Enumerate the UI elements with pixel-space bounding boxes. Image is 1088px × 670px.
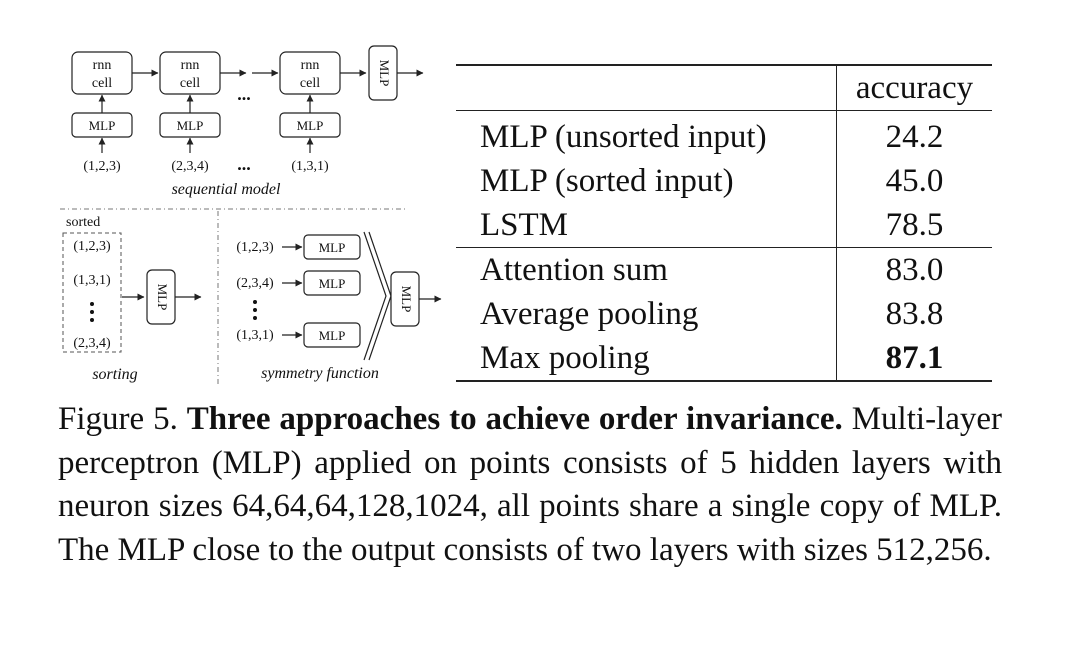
method-cell: MLP (unsorted input): [456, 110, 837, 159]
symmetry-input: (1,2,3): [236, 240, 274, 255]
symmetry-function-panel: (1,2,3) (2,3,4) (1,3,1) MLP MLP MLP MLP: [236, 231, 442, 382]
rnn-cell-label-top: rnn: [301, 58, 320, 73]
sorted-item: (1,3,1): [73, 273, 111, 288]
accuracy-cell: 45.0: [885, 162, 944, 199]
sorted-header: sorted: [66, 215, 100, 230]
method-cell: LSTM: [456, 203, 837, 248]
mlp-box: MLP: [303, 322, 361, 348]
caption-prefix: Figure 5.: [58, 401, 178, 437]
rnn-cell-label-bottom: cell: [300, 76, 320, 91]
accuracy-table: accuracy MLP (unsorted input) 24.2 MLP (…: [456, 64, 992, 382]
sorting-mlp-label: MLP: [155, 284, 170, 311]
input-ellipsis: ...: [237, 154, 251, 174]
aggregation-funnel: [363, 231, 387, 361]
vertical-ellipsis: [90, 302, 94, 322]
output-mlp-label: MLP: [377, 60, 392, 87]
mlp-label: MLP: [297, 118, 324, 133]
table-row: LSTM 78.5: [456, 203, 992, 248]
table-header-method: [456, 64, 837, 111]
accuracy-cell: 83.8: [885, 295, 944, 332]
caption-title: Three approaches to achieve order invari…: [186, 401, 843, 437]
sequential-input: (1,2,3): [83, 159, 121, 174]
rnn-cell-label-top: rnn: [93, 58, 112, 73]
method-cell: Average pooling: [456, 292, 837, 336]
symmetry-function-title: symmetry function: [261, 365, 379, 382]
sorting-title: sorting: [92, 366, 137, 383]
mlp-label: MLP: [177, 118, 204, 133]
rnn-cell: rnn cell: [159, 51, 221, 95]
table-row: Attention sum 83.0: [456, 247, 992, 292]
symmetry-output-mlp: MLP: [390, 271, 420, 327]
mlp-box: MLP: [303, 234, 361, 260]
sorting-panel: sorted (1,2,3) (1,3,1) (2,3,4) MLP sorti…: [62, 215, 202, 383]
sorted-item: (1,2,3): [73, 239, 111, 254]
table-row: Average pooling 83.8: [456, 292, 992, 336]
accuracy-cell: 78.5: [885, 206, 944, 243]
mlp-box: MLP: [71, 112, 133, 138]
table-header-row: accuracy: [456, 64, 992, 111]
best-accuracy-cell: 87.1: [836, 336, 992, 382]
sequence-ellipsis: ...: [237, 84, 251, 104]
rnn-cell-label-bottom: cell: [180, 76, 200, 91]
table-row: MLP (sorted input) 45.0: [456, 159, 992, 203]
sorted-item: (2,3,4): [73, 336, 111, 351]
sequential-input: (2,3,4): [171, 159, 209, 174]
output-mlp-label: MLP: [399, 286, 414, 313]
method-cell: Max pooling: [456, 336, 837, 382]
accuracy-cell: 83.0: [836, 247, 992, 292]
rnn-cell-label-top: rnn: [181, 58, 200, 73]
symmetry-input: (1,3,1): [236, 328, 274, 343]
sorting-mlp: MLP: [146, 269, 176, 325]
mlp-box: MLP: [159, 112, 221, 138]
mlp-label: MLP: [319, 276, 346, 291]
table-row: MLP (unsorted input) 24.2: [456, 110, 992, 159]
caption-body: Multi-layer perceptron (MLP) applied on …: [58, 401, 1003, 568]
accuracy-cell: 24.2: [885, 118, 944, 155]
rnn-cell: rnn cell: [279, 51, 341, 95]
mlp-label: MLP: [319, 328, 346, 343]
method-cell: Attention sum: [456, 247, 837, 292]
sequential-model-panel: rnn cell rnn cell rnn cell ... MLP MLP: [71, 45, 424, 198]
symmetry-input: (2,3,4): [236, 276, 274, 291]
aggregation-funnel: [368, 231, 392, 361]
mlp-box: MLP: [279, 112, 341, 138]
sequential-model-title: sequential model: [172, 181, 281, 198]
sorted-list-box: [62, 232, 122, 353]
method-cell: MLP (sorted input): [456, 159, 837, 203]
figure-caption: Figure 5. Three approaches to achieve or…: [58, 398, 1002, 572]
mlp-label: MLP: [89, 118, 116, 133]
table-row: Max pooling 87.1: [456, 336, 992, 382]
rnn-cell: rnn cell: [71, 51, 133, 95]
sequential-output-mlp: MLP: [368, 45, 398, 101]
sequential-input: (1,3,1): [291, 159, 329, 174]
rnn-cell-label-bottom: cell: [92, 76, 112, 91]
vertical-ellipsis: [253, 300, 257, 320]
table-header-accuracy: accuracy: [836, 64, 992, 111]
mlp-box: MLP: [303, 270, 361, 296]
mlp-label: MLP: [319, 240, 346, 255]
